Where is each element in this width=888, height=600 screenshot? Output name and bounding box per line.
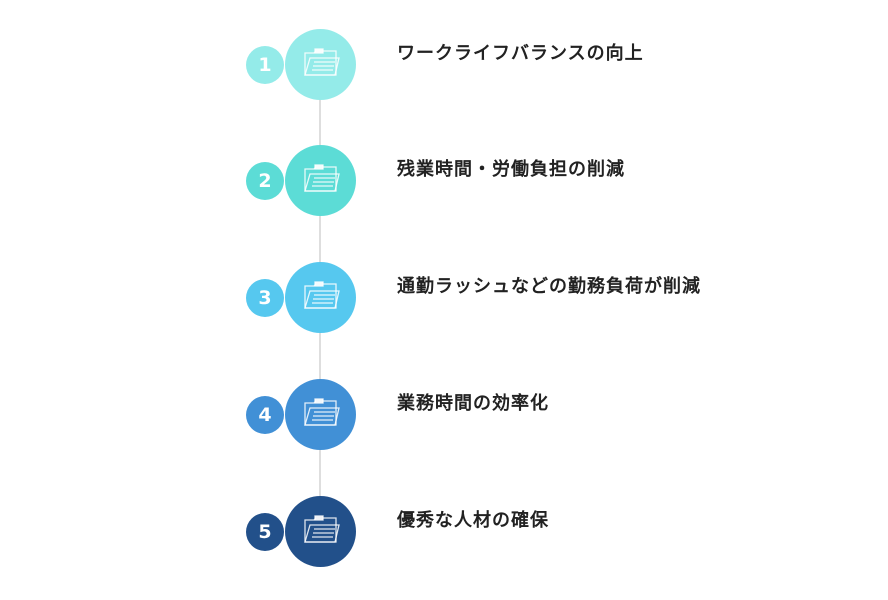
step-label: 残業時間・労働負担の削減: [397, 159, 625, 180]
step-label: 業務時間の効率化: [397, 393, 549, 414]
step-label: 優秀な人材の確保: [397, 510, 549, 531]
step-label: 通勤ラッシュなどの勤務負荷が削減: [397, 276, 701, 297]
step-number: 1: [246, 46, 284, 84]
folder-icon: [302, 47, 340, 82]
step-circle: [285, 145, 356, 216]
step-circle: [285, 262, 356, 333]
timeline-step: 3 通勤ラッシュなどの勤務負荷が削減: [0, 262, 888, 334]
folder-icon: [302, 163, 340, 198]
step-number: 2: [246, 162, 284, 200]
step-number: 3: [246, 279, 284, 317]
step-circle: [285, 496, 356, 567]
step-circle: [285, 29, 356, 100]
step-number: 4: [246, 396, 284, 434]
timeline-step: 4 業務時間の効率化: [0, 379, 888, 451]
step-label: ワークライフバランスの向上: [397, 43, 644, 64]
step-number: 5: [246, 513, 284, 551]
timeline-step: 2 残業時間・労働負担の削減: [0, 145, 888, 217]
folder-icon: [302, 397, 340, 432]
step-circle: [285, 379, 356, 450]
folder-icon: [302, 280, 340, 315]
timeline-step: 5 優秀な人材の確保: [0, 496, 888, 568]
timeline-step: 1 ワークライフバランスの向上: [0, 29, 888, 101]
folder-icon: [302, 514, 340, 549]
